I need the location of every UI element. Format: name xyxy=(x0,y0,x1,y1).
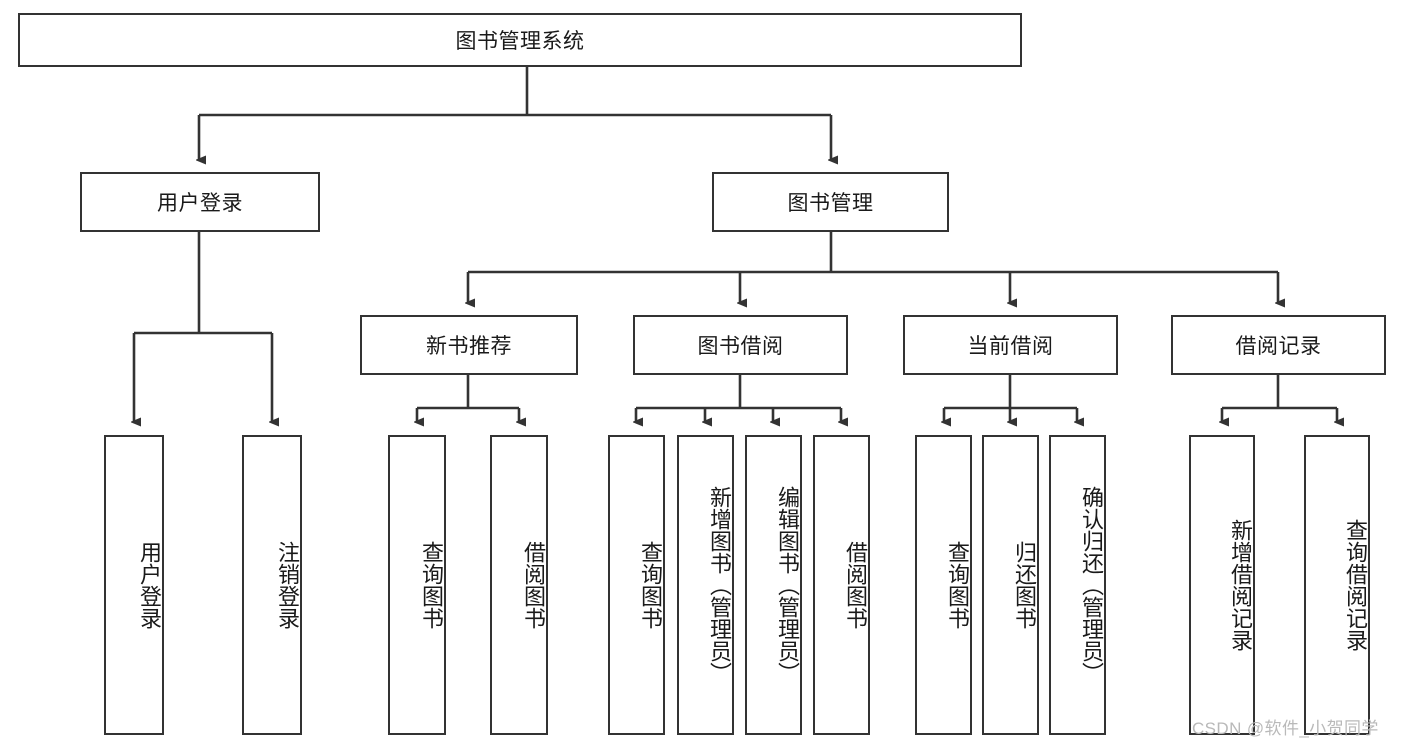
node-label: 图书管理系统 xyxy=(455,30,585,53)
leaf-query-borrow-record[interactable]: 查询借阅记录 xyxy=(1304,435,1370,735)
node-label: 新增图书（管理员） xyxy=(707,486,732,684)
node-label: 确认归还（管理员） xyxy=(1079,486,1104,684)
node-label: 图书管理 xyxy=(787,192,874,215)
node-label: 借阅图书 xyxy=(843,541,868,629)
node-label: 归还图书 xyxy=(1012,541,1037,629)
node-label: 当前借阅 xyxy=(967,335,1054,358)
node-label: 查询图书 xyxy=(419,541,444,629)
node-current-borrowing[interactable]: 当前借阅 xyxy=(903,315,1118,375)
node-label: 编辑图书（管理员） xyxy=(775,486,800,684)
node-book-management[interactable]: 图书管理 xyxy=(712,172,949,232)
node-label: 新增借阅记录 xyxy=(1228,519,1253,651)
leaf-add-book-admin[interactable]: 新增图书（管理员） xyxy=(677,435,734,735)
leaf-return-book[interactable]: 归还图书 xyxy=(982,435,1039,735)
node-label: 借阅记录 xyxy=(1235,335,1322,358)
node-root-book-management-system[interactable]: 图书管理系统 xyxy=(18,13,1022,67)
node-label: 图书借阅 xyxy=(697,335,784,358)
node-label: 用户登录 xyxy=(157,192,243,215)
leaf-logout[interactable]: 注销登录 xyxy=(242,435,302,735)
node-user-login[interactable]: 用户登录 xyxy=(80,172,320,232)
leaf-user-login[interactable]: 用户登录 xyxy=(104,435,164,735)
node-label: 借阅图书 xyxy=(521,541,546,629)
leaf-edit-book-admin[interactable]: 编辑图书（管理员） xyxy=(745,435,802,735)
leaf-query-book-borrow[interactable]: 查询图书 xyxy=(608,435,665,735)
node-book-borrowing[interactable]: 图书借阅 xyxy=(633,315,848,375)
leaf-borrow-book[interactable]: 借阅图书 xyxy=(813,435,870,735)
leaf-query-book-current[interactable]: 查询图书 xyxy=(915,435,972,735)
node-new-book-recommendation[interactable]: 新书推荐 xyxy=(360,315,578,375)
node-label: 查询借阅记录 xyxy=(1343,519,1368,651)
csdn-watermark: CSDN @软件_小贺同学 xyxy=(1192,719,1379,738)
node-borrowing-records[interactable]: 借阅记录 xyxy=(1171,315,1386,375)
node-label: 查询图书 xyxy=(638,541,663,629)
leaf-query-book-recommend[interactable]: 查询图书 xyxy=(388,435,446,735)
node-label: 新书推荐 xyxy=(426,335,512,358)
leaf-borrow-book-recommend[interactable]: 借阅图书 xyxy=(490,435,548,735)
node-label: 查询图书 xyxy=(945,541,970,629)
leaf-add-borrow-record[interactable]: 新增借阅记录 xyxy=(1189,435,1255,735)
leaf-confirm-return-admin[interactable]: 确认归还（管理员） xyxy=(1049,435,1106,735)
node-label: 用户登录 xyxy=(137,541,162,629)
node-label: 注销登录 xyxy=(275,541,300,629)
